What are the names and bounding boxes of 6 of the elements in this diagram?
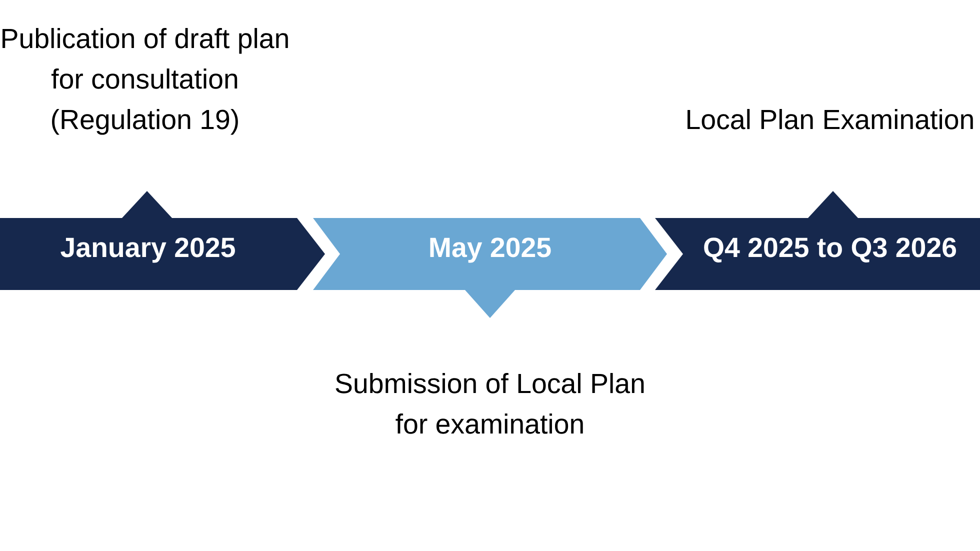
chevron-band: January 2025: [0, 190, 325, 290]
chevron-band: May 2025: [313, 218, 667, 318]
milestone-description: Local Plan Examination: [688, 108, 973, 130]
chevron-band: Q4 2025 to Q3 2026: [655, 190, 980, 290]
milestone-description: Submission of Local Plan for examination: [336, 372, 644, 434]
milestone-description: Publication of draft plan for consultation (Regulation 19): [2, 28, 288, 135]
